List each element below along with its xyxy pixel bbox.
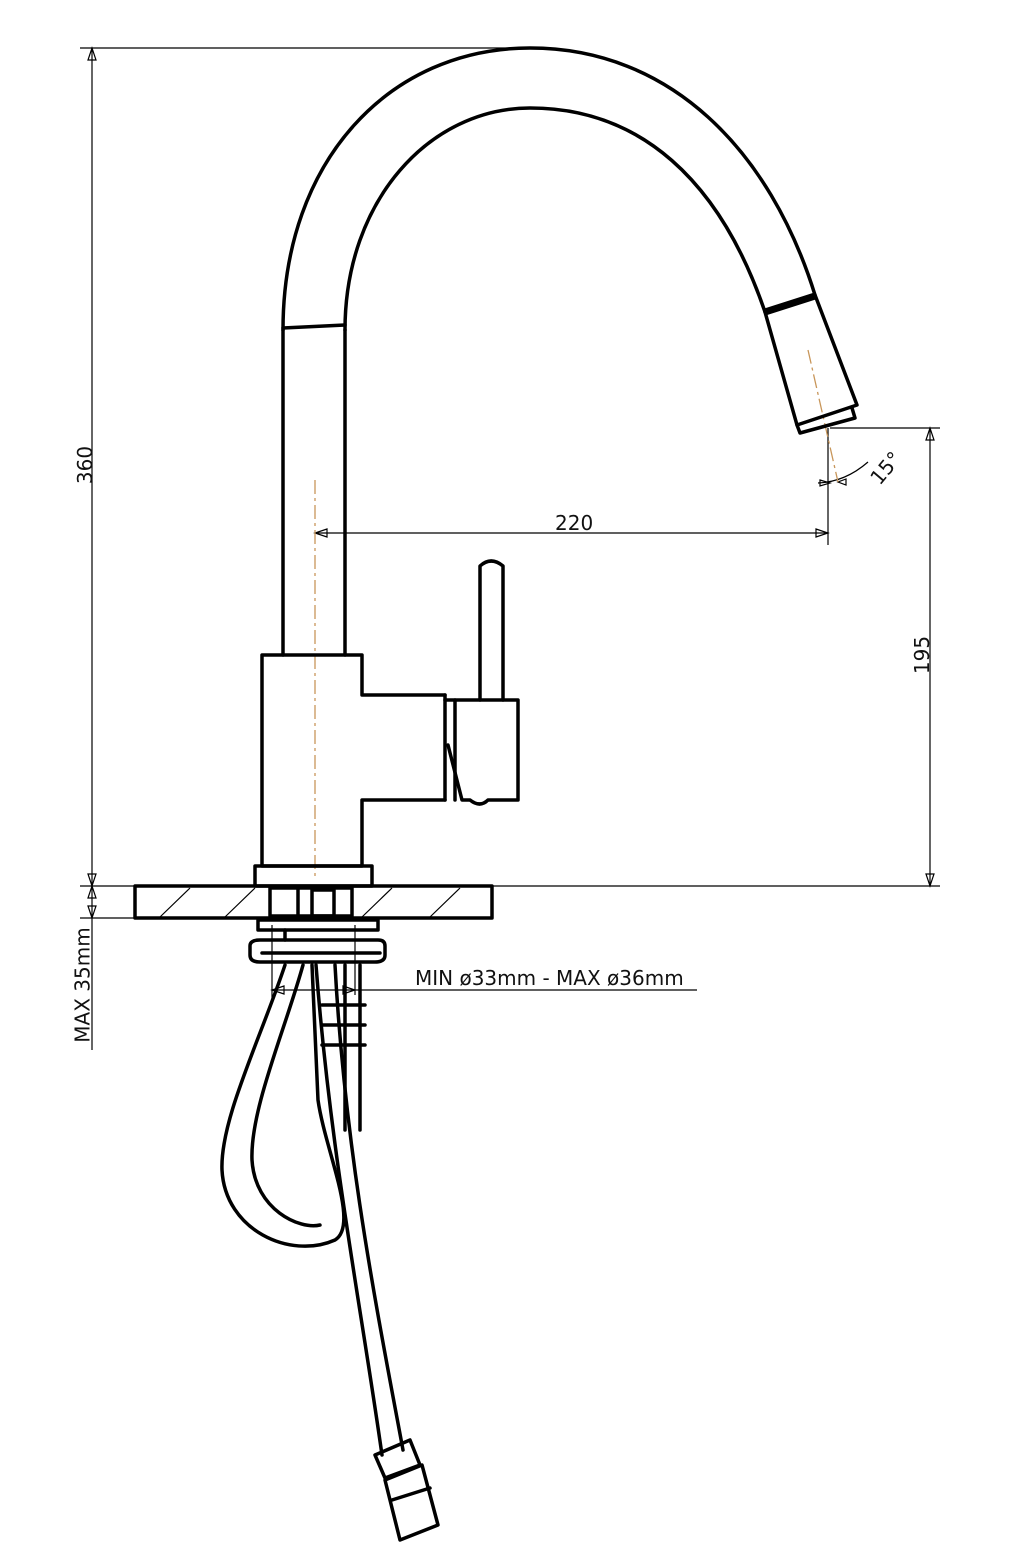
label-max-counter-thickness: MAX 35mm <box>70 927 95 1043</box>
spray-centerline <box>807 349 839 483</box>
mounting-nut <box>248 918 387 964</box>
label-spout-height: 195 <box>910 635 935 675</box>
dimension-spray-angle <box>817 461 869 487</box>
spout <box>281 46 859 657</box>
handle-lever[interactable] <box>478 559 505 702</box>
dimension-spout-height <box>492 426 940 888</box>
label-spout-reach: 220 <box>555 511 594 535</box>
dimension-counter-thickness <box>80 884 135 1050</box>
faucet-body <box>260 653 520 868</box>
label-hole-diameter: MIN ø33mm - MAX ø36mm <box>415 966 684 990</box>
dimension-overall-height <box>80 46 540 888</box>
dimension-spout-reach <box>313 428 830 545</box>
countertop <box>133 864 494 920</box>
hoses <box>220 963 405 1457</box>
label-overall-height: 360 <box>73 445 98 485</box>
hose-connector <box>373 1438 440 1542</box>
